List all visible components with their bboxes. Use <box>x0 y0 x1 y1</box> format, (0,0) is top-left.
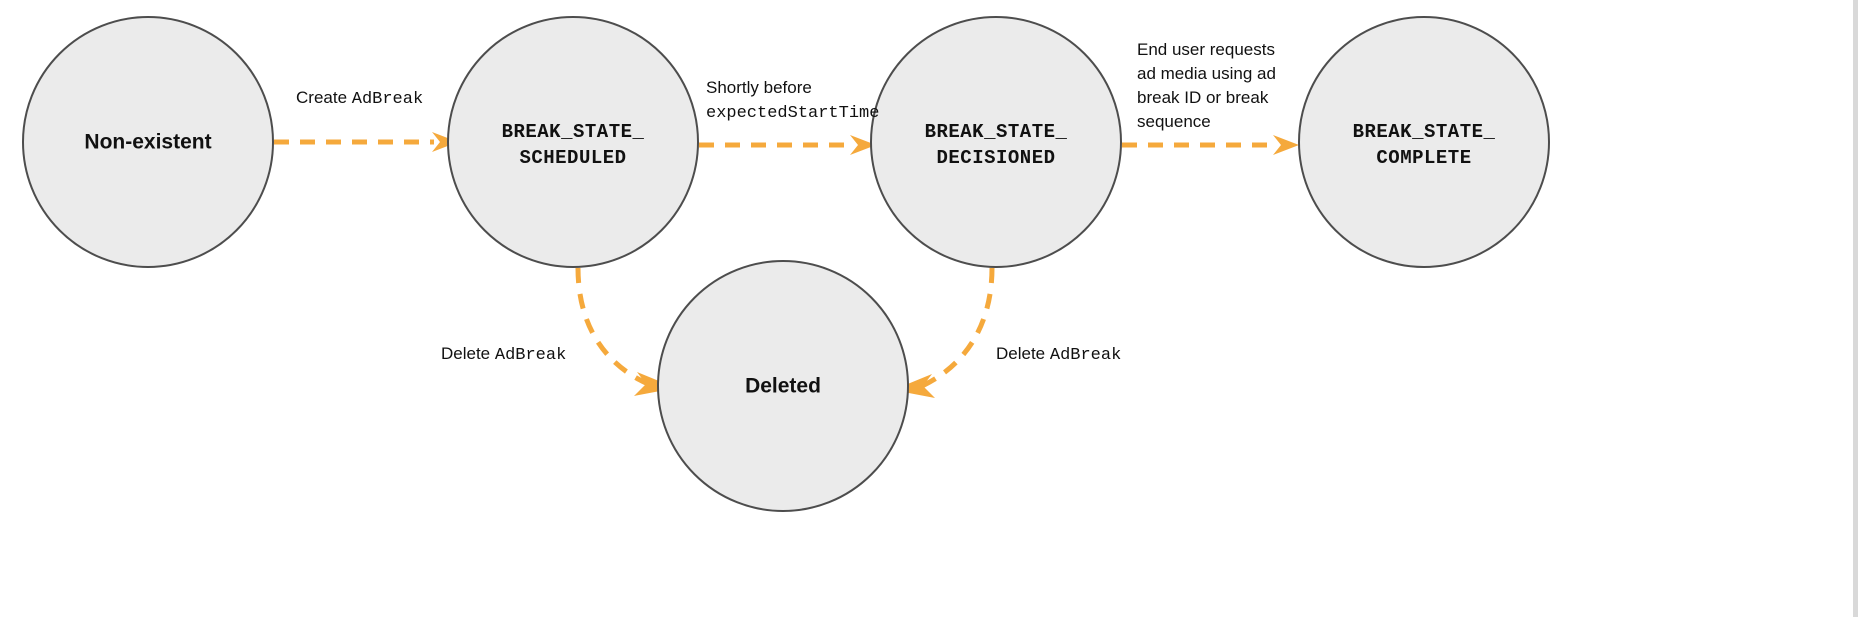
edge-label-delete-from-decisioned: Delete AdBreak <box>996 344 1121 365</box>
edge-label-create-adbreak: Create AdBreak <box>296 88 423 109</box>
edge-label-delete-from-scheduled-part-0: Delete <box>441 344 495 363</box>
node-break-state-decisioned-shape[interactable] <box>870 16 1122 268</box>
edge-end-user-requests-arrowhead <box>1273 135 1299 155</box>
node-break-state-decisioned-label-line2: DECISIONED <box>936 147 1055 169</box>
node-non-existent-label: Non-existent <box>84 131 211 154</box>
edge-label-delete-from-scheduled-part-1: AdBreak <box>495 346 566 365</box>
node-break-state-decisioned-label-line1: BREAK_STATE_ <box>925 121 1068 143</box>
node-non-existent[interactable]: Non-existent <box>22 16 274 268</box>
edge-label-end-user-requests-line3: break ID or break <box>1137 88 1269 107</box>
edge-label-create-adbreak-part-0: Create <box>296 88 352 107</box>
edge-label-end-user-requests: End user requests ad media using ad brea… <box>1137 40 1276 131</box>
node-break-state-scheduled[interactable]: BREAK_STATE_ SCHEDULED <box>447 16 699 268</box>
node-deleted[interactable]: Deleted <box>657 260 909 512</box>
node-break-state-decisioned[interactable]: BREAK_STATE_ DECISIONED <box>870 16 1122 268</box>
edge-label-end-user-requests-line4: sequence <box>1137 112 1211 131</box>
edge-create-adbreak <box>274 132 458 152</box>
edge-label-delete-from-scheduled: Delete AdBreak <box>441 344 566 365</box>
node-deleted-shape[interactable] <box>657 260 909 512</box>
edge-label-create-adbreak-part-1: AdBreak <box>352 90 423 109</box>
edge-label-shortly-before-line1: Shortly before <box>706 78 812 97</box>
edge-label-delete-from-decisioned-part-1: AdBreak <box>1050 346 1121 365</box>
edge-label-end-user-requests-line2: ad media using ad <box>1137 64 1276 83</box>
node-non-existent-shape[interactable] <box>22 16 274 268</box>
edge-end-user-requests-line-group <box>1122 135 1299 155</box>
edge-label-shortly-before: Shortly before expectedStartTime <box>706 78 879 123</box>
node-break-state-scheduled-shape[interactable] <box>447 16 699 268</box>
edge-label-expected-start-time-line2: expectedStartTime <box>706 104 879 123</box>
node-break-state-complete-label-line1: BREAK_STATE_ <box>1353 121 1496 143</box>
node-deleted-label: Deleted <box>745 375 821 398</box>
node-break-state-scheduled-label-line1: BREAK_STATE_ <box>502 121 645 143</box>
node-break-state-complete-label-line2: COMPLETE <box>1376 147 1471 169</box>
node-break-state-complete-shape[interactable] <box>1298 16 1550 268</box>
edge-label-delete-from-decisioned-part-0: Delete <box>996 344 1050 363</box>
page-right-edge <box>1853 0 1858 617</box>
edge-label-delete-from-scheduled-text: Delete AdBreak <box>441 344 566 365</box>
edge-label-delete-from-decisioned-text: Delete AdBreak <box>996 344 1121 365</box>
edge-label-end-user-requests-line1: End user requests <box>1137 40 1275 59</box>
node-break-state-scheduled-label-line2: SCHEDULED <box>519 147 626 169</box>
edge-label-create-adbreak-text: Create AdBreak <box>296 88 423 109</box>
node-break-state-complete[interactable]: BREAK_STATE_ COMPLETE <box>1298 16 1550 268</box>
edge-shortly-before-arrowhead <box>850 135 876 155</box>
edge-create-adbreak-arrowhead <box>432 132 458 152</box>
edge-shortly-before-line-group <box>699 135 876 155</box>
